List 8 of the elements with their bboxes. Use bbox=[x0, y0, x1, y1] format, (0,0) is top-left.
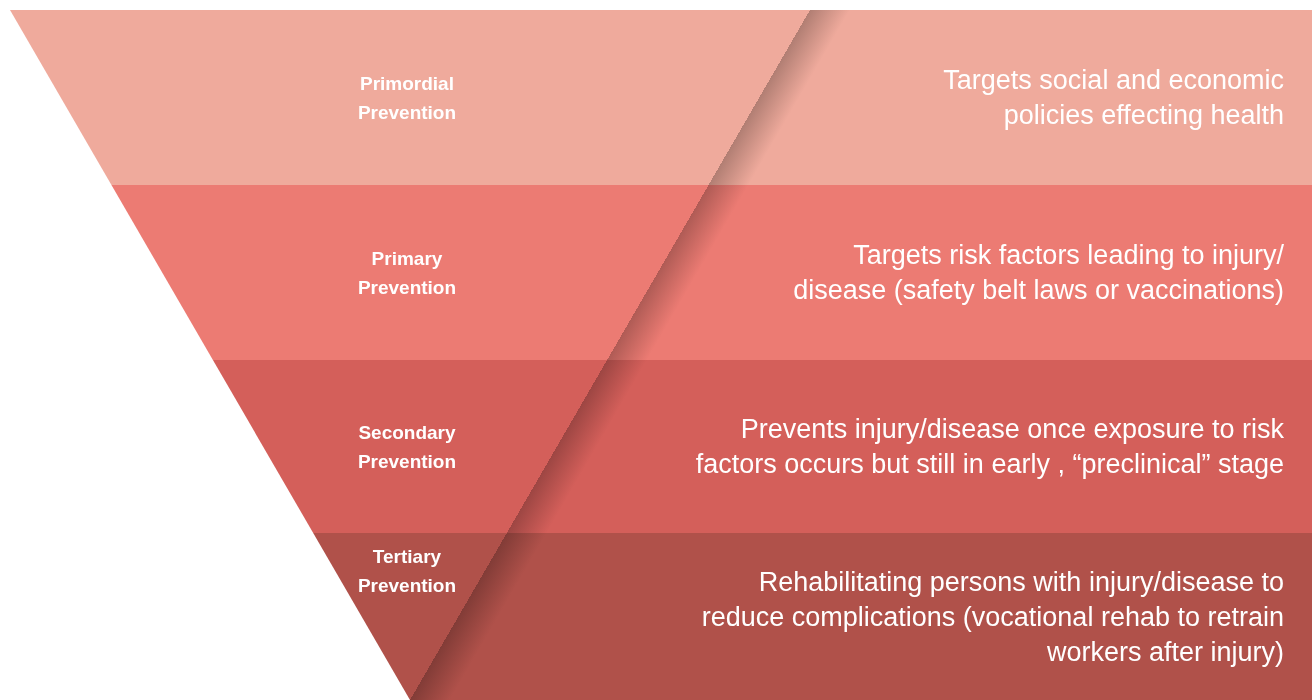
level-description: Targets social and economic policies effecting health bbox=[942, 63, 1284, 132]
level-title: Tertiary Prevention bbox=[356, 545, 458, 598]
level-title: Primordial Prevention bbox=[356, 71, 458, 125]
level-description: Prevents injury/disease once exposure to risk factors occurs but still in early , “preclinical” stage bbox=[694, 412, 1284, 481]
level-description: Rehabilitating persons with injury/disease to reduce complications (vocational rehab to retrain workers after injury) bbox=[700, 565, 1284, 669]
level-description: Targets risk factors leading to injury/ disease (safety belt laws or vaccinations) bbox=[792, 238, 1284, 307]
level-title: Secondary Prevention bbox=[356, 420, 458, 474]
level-title: Primary Prevention bbox=[356, 246, 458, 300]
